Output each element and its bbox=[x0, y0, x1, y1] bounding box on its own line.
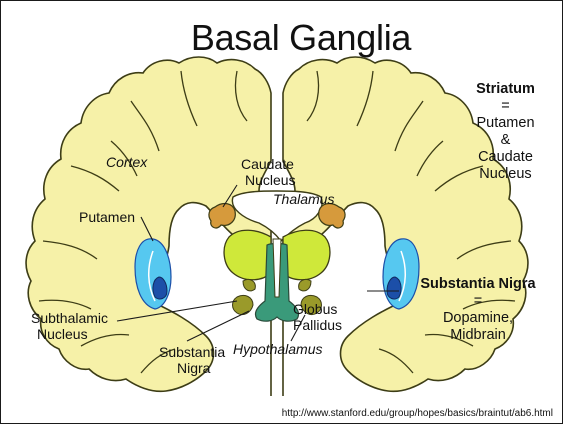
nigra-heading: Substantia Nigra bbox=[420, 276, 535, 292]
nigra-definition: Substantia Nigra = Dopamine, Midbrain bbox=[399, 276, 557, 344]
substantia-nigra-left bbox=[233, 295, 254, 314]
striatum-line1: Putamen bbox=[453, 115, 558, 132]
subthalamic-right bbox=[299, 279, 311, 291]
label-globus-1: Globus bbox=[293, 301, 337, 317]
label-subthalamic-2: Nucleus bbox=[37, 326, 88, 342]
label-subthalamic-1: Subthalamic bbox=[31, 310, 108, 326]
label-substantia-1: Substantia bbox=[159, 344, 225, 360]
label-globus-2: Pallidus bbox=[293, 317, 342, 333]
subthalamic-left bbox=[243, 279, 255, 291]
striatum-line3: Nucleus bbox=[453, 166, 558, 183]
thalamus-right bbox=[283, 230, 330, 280]
striatum-line2: Caudate bbox=[453, 149, 558, 166]
nigra-line1: Dopamine, bbox=[399, 310, 557, 327]
striatum-eq: = bbox=[453, 98, 558, 115]
thalamus-left bbox=[224, 230, 271, 280]
striatum-definition: Striatum = Putamen & Caudate Nucleus bbox=[453, 81, 558, 183]
label-cortex: Cortex bbox=[106, 154, 147, 170]
striatum-amp: & bbox=[453, 132, 558, 149]
label-caudate-1: Caudate bbox=[241, 156, 294, 172]
label-caudate-2: Nucleus bbox=[245, 172, 296, 188]
striatum-heading: Striatum bbox=[476, 81, 535, 97]
label-substantia-2: Nigra bbox=[177, 360, 210, 376]
slide-title: Basal Ganglia bbox=[151, 17, 451, 59]
label-thalamus: Thalamus bbox=[273, 191, 334, 207]
label-hypothalamus: Hypothalamus bbox=[233, 341, 323, 357]
third-ventricle bbox=[273, 239, 281, 297]
nigra-eq: = bbox=[399, 293, 557, 310]
label-putamen: Putamen bbox=[79, 209, 135, 225]
nigra-line2: Midbrain bbox=[399, 327, 557, 344]
source-url[interactable]: http://www.stanford.edu/group/hopes/basi… bbox=[279, 407, 556, 420]
